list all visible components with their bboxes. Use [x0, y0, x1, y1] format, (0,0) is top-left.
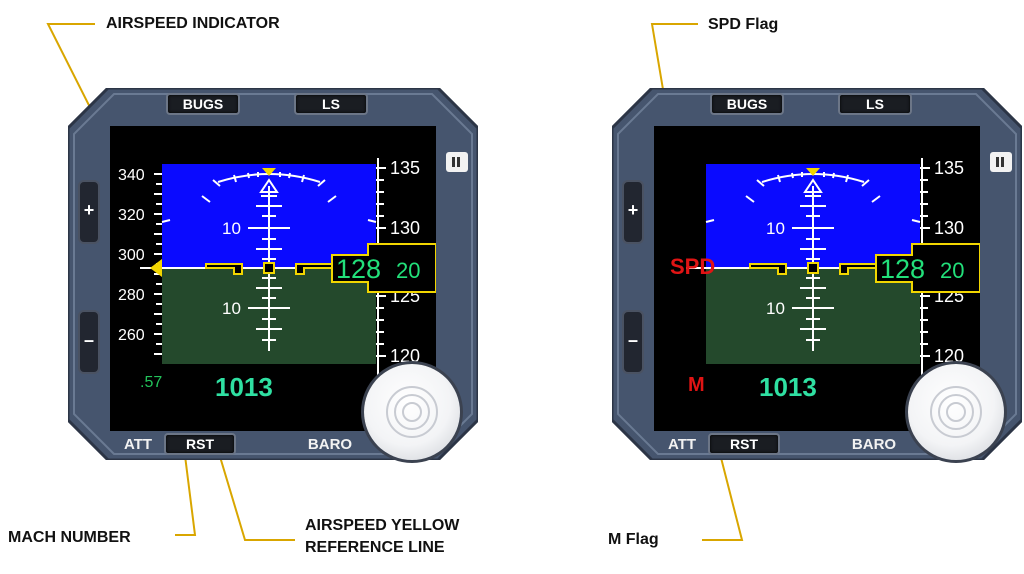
airspeed-pointer-icon [150, 259, 162, 277]
standby-instrument-left: BUGS LS + – ATT RST BARO [68, 88, 478, 460]
m-flag: M [688, 374, 705, 396]
bugs-button[interactable]: BUGS [710, 93, 784, 115]
minus-button[interactable]: – [622, 310, 644, 374]
screw-icon [990, 152, 1012, 172]
bugs-button[interactable]: BUGS [166, 93, 240, 115]
ls-button[interactable]: LS [838, 93, 912, 115]
attitude-display: 10 10 [118, 158, 436, 376]
callout-spd-flag: SPD Flag [708, 16, 779, 33]
altitude-readout-main: 128 [336, 254, 382, 284]
baro-label: BARO [307, 436, 353, 453]
pitch-label-upper: 10 [222, 219, 241, 238]
altitude-tick-130: 130 [390, 218, 420, 238]
altitude-tick-130: 130 [934, 218, 964, 238]
speed-tick-280: 280 [118, 287, 145, 304]
speed-tick-340: 340 [118, 167, 145, 184]
baro-value: 1013 [759, 372, 817, 402]
attitude-display: 10 10 135 130 [686, 158, 980, 376]
baro-knob[interactable] [364, 364, 460, 460]
display-screen: 10 10 [110, 126, 436, 431]
plus-button[interactable]: + [622, 180, 644, 244]
rst-button[interactable]: RST [164, 433, 236, 455]
altitude-readout-box [875, 243, 980, 293]
altitude-readout-sub: 20 [396, 258, 421, 283]
callout-airspeed-indicator: AIRSPEED INDICATOR [106, 15, 280, 32]
callout-mach-number: MACH NUMBER [8, 529, 131, 546]
baro-label: BARO [851, 436, 897, 453]
standby-instrument-right: BUGS LS + – ATT RST BARO [612, 88, 1022, 460]
bank-pointer-icon [262, 168, 276, 176]
speed-tick-260: 260 [118, 327, 145, 344]
callout-m-flag: M Flag [608, 531, 659, 548]
baro-knob[interactable] [908, 364, 1004, 460]
screw-icon [446, 152, 468, 172]
altitude-readout-sub: 20 [940, 258, 965, 283]
altitude-tick-135: 135 [390, 158, 420, 178]
altitude-tick-120: 120 [390, 346, 420, 366]
att-label: ATT [123, 436, 153, 453]
callout-airspeed-yellow-line-2: REFERENCE LINE [305, 539, 445, 556]
bank-pointer-icon [806, 168, 820, 176]
mach-number-value: .57 [140, 374, 163, 391]
altitude-tick-120: 120 [934, 346, 964, 366]
plus-button[interactable]: + [78, 180, 100, 244]
altitude-readout-box [331, 243, 436, 293]
pitch-label-lower: 10 [222, 299, 241, 318]
baro-value: 1013 [215, 372, 273, 402]
rst-button[interactable]: RST [708, 433, 780, 455]
speed-tick-300: 300 [118, 247, 145, 264]
altitude-tick-135: 135 [934, 158, 964, 178]
altitude-readout-main: 128 [880, 254, 926, 284]
pitch-label-lower: 10 [766, 299, 785, 318]
minus-button[interactable]: – [78, 310, 100, 374]
spd-flag: SPD [670, 254, 716, 279]
ls-button[interactable]: LS [294, 93, 368, 115]
att-label: ATT [667, 436, 697, 453]
speed-tick-320: 320 [118, 207, 145, 224]
callout-airspeed-yellow-line-1: AIRSPEED YELLOW [305, 517, 460, 534]
pitch-label-upper: 10 [766, 219, 785, 238]
